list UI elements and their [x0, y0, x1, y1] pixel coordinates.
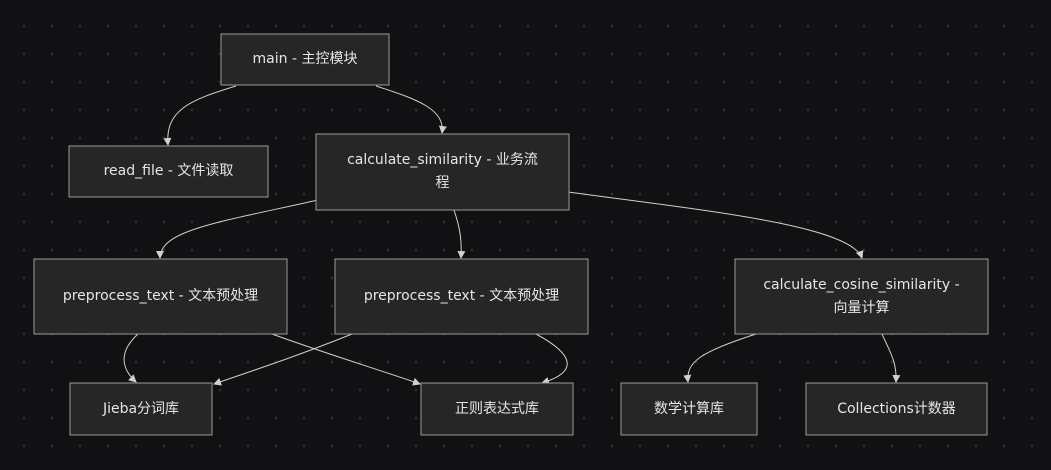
node-preprocess-text-2[interactable]: preprocess_text - 文本预处理 — [363, 288, 560, 304]
node-main[interactable]: main - 主控模块 — [252, 51, 358, 67]
edge-preprocess-2-to-jieba — [213, 333, 353, 386]
node-box-main — [220, 33, 390, 86]
edge-calculate-similarity-to-cosine — [567, 191, 864, 259]
node-box-collections — [805, 382, 988, 436]
node-jieba[interactable]: Jieba分词库 — [102, 400, 180, 417]
edge-preprocess-1-to-regex — [271, 333, 421, 386]
node-box-regex — [420, 382, 574, 436]
node-box-jieba — [69, 382, 213, 436]
node-box-preprocess-2 — [334, 258, 589, 335]
node-box-read-file — [68, 145, 269, 198]
node-collections[interactable]: Collections计数器 — [837, 400, 956, 417]
node-read-file[interactable]: read_file - 文件读取 — [103, 163, 234, 179]
node-box-cosine — [734, 258, 989, 335]
edge-calculate-similarity-to-preprocess-2 — [453, 209, 466, 259]
node-calculate-cosine-similarity[interactable]: calculate_cosine_similarity - 向量计算 — [763, 276, 960, 316]
edge-cosine-to-math — [683, 333, 757, 383]
edge-cosine-to-collections — [881, 333, 901, 383]
node-box-math — [620, 382, 758, 436]
edge-preprocess-1-to-jieba — [123, 333, 139, 383]
edge-preprocess-2-to-regex — [535, 333, 568, 385]
edge-main-to-read-file — [163, 85, 237, 146]
node-preprocess-text-1[interactable]: preprocess_text - 文本预处理 — [62, 288, 259, 304]
node-math[interactable]: 数学计算库 — [654, 400, 724, 417]
node-box-preprocess-1 — [33, 258, 288, 335]
node-regex[interactable]: 正则表达式库 — [455, 400, 539, 417]
edge-calculate-similarity-to-preprocess-1 — [156, 199, 319, 259]
node-calculate-similarity[interactable]: calculate_similarity - 业务流程 — [347, 152, 538, 191]
node-box-calculate-similarity — [315, 133, 570, 211]
edge-main-to-calculate-similarity — [375, 85, 447, 134]
